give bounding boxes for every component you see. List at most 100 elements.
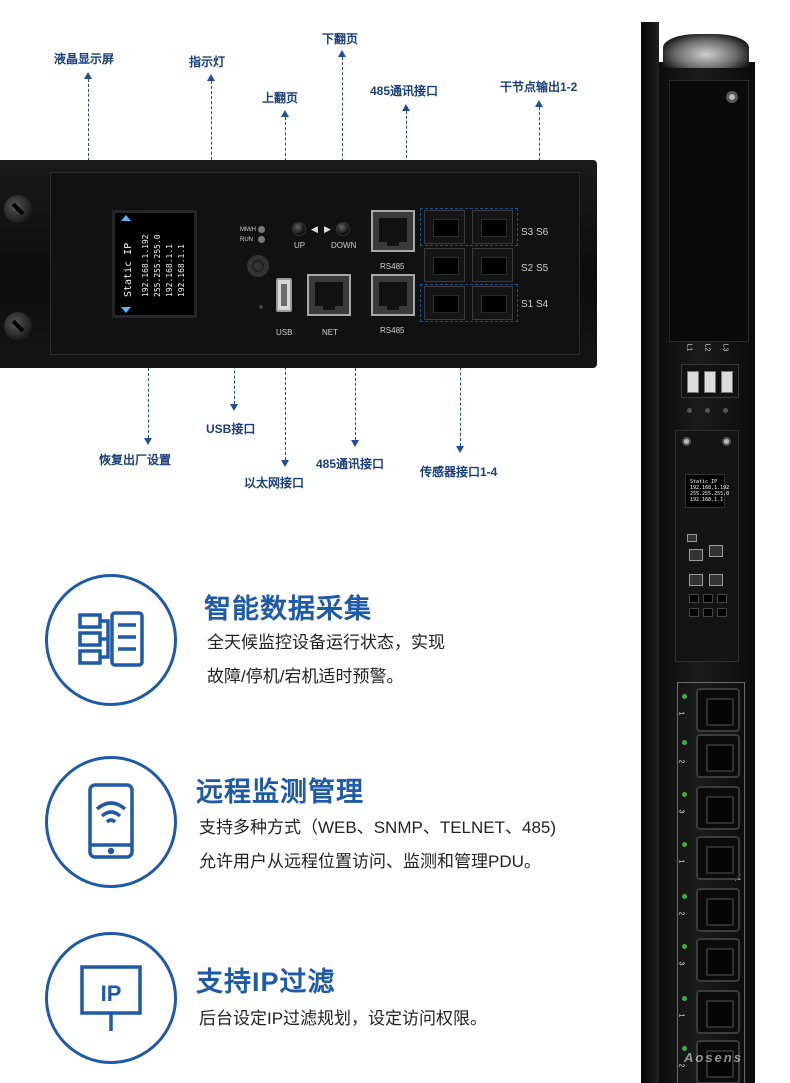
- feature-title: 智能数据采集: [204, 594, 372, 624]
- pdu-rj11-port[interactable]: [689, 608, 699, 617]
- pdu-dot: [723, 408, 728, 413]
- outlet-number: 3: [677, 809, 685, 814]
- guide-arrow: [230, 404, 238, 411]
- rj11-port[interactable]: [472, 210, 513, 244]
- led-label-mmh: MM/H: [240, 227, 256, 233]
- feature-desc-line: 支持多种方式（WEB、SNMP、TELNET、485): [199, 818, 557, 837]
- pdu-rs485-port[interactable]: [689, 574, 703, 586]
- guide-line: [460, 322, 461, 446]
- guide-line: [148, 368, 149, 438]
- pdu-rj11-port[interactable]: [717, 608, 727, 617]
- lcd-line: 192.168.1.192: [141, 234, 150, 297]
- rj11-port[interactable]: [472, 286, 513, 320]
- rj11-label: S2 S5: [521, 263, 549, 274]
- c19-outlet[interactable]: [696, 990, 740, 1034]
- callout-dry-contact: 干节点输出1-2: [500, 80, 578, 94]
- feature-desc-line: 全天候监控设备运行状态，实现: [207, 633, 445, 652]
- led-label-run: RUN: [240, 237, 253, 243]
- indicator-led-icon: [258, 226, 265, 233]
- ip-sign-icon: IP: [80, 965, 142, 1031]
- rs485-port-top[interactable]: [371, 210, 415, 252]
- outlet-led-icon: [682, 694, 687, 699]
- ethernet-port[interactable]: [307, 274, 351, 316]
- rs485-label-bottom: RS485: [380, 326, 405, 335]
- c19-outlet[interactable]: [696, 688, 740, 732]
- reset-pinhole[interactable]: [259, 305, 263, 309]
- feature-icon-circle: [45, 574, 177, 706]
- pdu-monitor-module: [675, 430, 739, 662]
- c19-outlet[interactable]: [696, 888, 740, 932]
- sensor-port-group: [420, 284, 518, 322]
- guide-arrow: [351, 440, 359, 447]
- feature-desc-line: 故障/停机/宕机适时预警。: [207, 667, 404, 686]
- c19-outlet[interactable]: [696, 1040, 740, 1083]
- pdu-rj11-port[interactable]: [703, 594, 713, 603]
- guide-line: [285, 342, 286, 460]
- rj11-port[interactable]: [424, 210, 465, 244]
- rj11-label: S1 S4: [521, 299, 549, 310]
- brand-watermark: Aosens: [684, 1050, 743, 1065]
- down-label: DOWN: [331, 241, 357, 250]
- pdu-rj11-port[interactable]: [717, 594, 727, 603]
- pdu-rj11-port[interactable]: [703, 608, 713, 617]
- up-label: UP: [294, 241, 306, 250]
- page-up-button[interactable]: [292, 222, 306, 236]
- triangle-up-icon: [121, 215, 131, 221]
- guide-arrow: [144, 438, 152, 445]
- callout-ethernet: 以太网接口: [244, 476, 305, 490]
- pdu-lcd-display: Static IP 192.168.1.192 255.255.255.0 19…: [685, 474, 729, 508]
- guide-arrow: [402, 104, 410, 111]
- rs485-label-top: RS485: [380, 262, 405, 271]
- callout-page-up: 上翻页: [262, 91, 299, 105]
- outlet-led-icon: [682, 996, 687, 1001]
- outlet-led-icon: [682, 740, 687, 745]
- c19-outlet[interactable]: [696, 786, 740, 830]
- triangle-right-icon: ▶: [324, 224, 331, 234]
- rs485-port-bottom[interactable]: [371, 274, 415, 316]
- pdu-dot: [705, 408, 710, 413]
- guide-arrow: [84, 72, 92, 79]
- page-down-button[interactable]: [336, 222, 350, 236]
- pdu-outlet-frame: [677, 682, 745, 1083]
- guide-line: [342, 57, 343, 207]
- callout-indicator: 指示灯: [189, 55, 226, 69]
- pdu-usb-port[interactable]: [687, 534, 697, 542]
- breaker-label: L2: [703, 343, 711, 352]
- rj11-port[interactable]: [424, 248, 465, 282]
- pdu-ethernet-port[interactable]: [689, 549, 703, 561]
- triangle-down-icon: [121, 307, 131, 313]
- outlet-number: 2: [677, 759, 685, 764]
- callout-page-down: 下翻页: [322, 32, 359, 46]
- callout-rs485-bottom: 485通讯接口: [316, 457, 385, 471]
- outlet-led-icon: [682, 944, 687, 949]
- mobile-wifi-icon: [88, 783, 134, 859]
- guide-line: [355, 368, 356, 440]
- guide-arrow: [207, 74, 215, 81]
- rj11-port[interactable]: [472, 248, 513, 282]
- pdu-rs485-port[interactable]: [709, 545, 723, 557]
- pdu-rj11-port[interactable]: [689, 594, 699, 603]
- usb-port[interactable]: [276, 278, 292, 312]
- callout-sensor: 传感器接口1-4: [420, 465, 498, 479]
- breaker-label: L3: [721, 343, 729, 352]
- c19-outlet[interactable]: [696, 836, 740, 880]
- rj11-port[interactable]: [424, 286, 465, 320]
- lcd-line: Static IP: [123, 242, 134, 297]
- circuit-breaker[interactable]: [681, 364, 739, 398]
- feature-title: 支持IP过滤: [196, 967, 336, 997]
- guide-arrow: [281, 460, 289, 467]
- guide-line: [406, 111, 407, 207]
- callout-lcd-display: 液晶显示屏: [54, 52, 115, 66]
- svg-text:IP: IP: [101, 981, 122, 1006]
- guide-line: [211, 81, 212, 185]
- c19-outlet[interactable]: [696, 938, 740, 982]
- lcd-line: 192.168.1.1: [177, 244, 186, 297]
- screw-hole-icon: [722, 437, 731, 446]
- c19-outlet[interactable]: [696, 734, 740, 778]
- triangle-left-icon: ◀: [311, 224, 318, 234]
- pdu-dot: [687, 408, 692, 413]
- guide-line: [539, 107, 540, 212]
- pdu-rs485-port[interactable]: [709, 574, 723, 586]
- lcd-line: 255.255.255.0: [153, 234, 162, 297]
- guide-line: [88, 79, 89, 210]
